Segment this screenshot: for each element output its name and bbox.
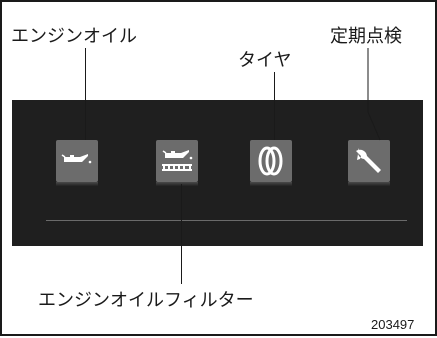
leader-engine-oil xyxy=(85,48,86,140)
figure-code: 203497 xyxy=(371,317,415,332)
leader-oil-filter xyxy=(181,184,182,284)
panel-divider xyxy=(46,220,407,221)
leader-tire xyxy=(274,72,275,140)
label-periodic-inspection: 定期点検 xyxy=(330,26,402,47)
label-tire: タイヤ xyxy=(238,50,292,71)
engine-oil-icon xyxy=(56,140,98,186)
oil-filter-icon xyxy=(156,140,198,186)
tire-icon xyxy=(250,140,292,186)
wrench-icon xyxy=(348,140,390,186)
label-oil-filter: エンジンオイルフィルター xyxy=(38,290,254,311)
label-engine-oil: エンジンオイル xyxy=(11,26,137,47)
